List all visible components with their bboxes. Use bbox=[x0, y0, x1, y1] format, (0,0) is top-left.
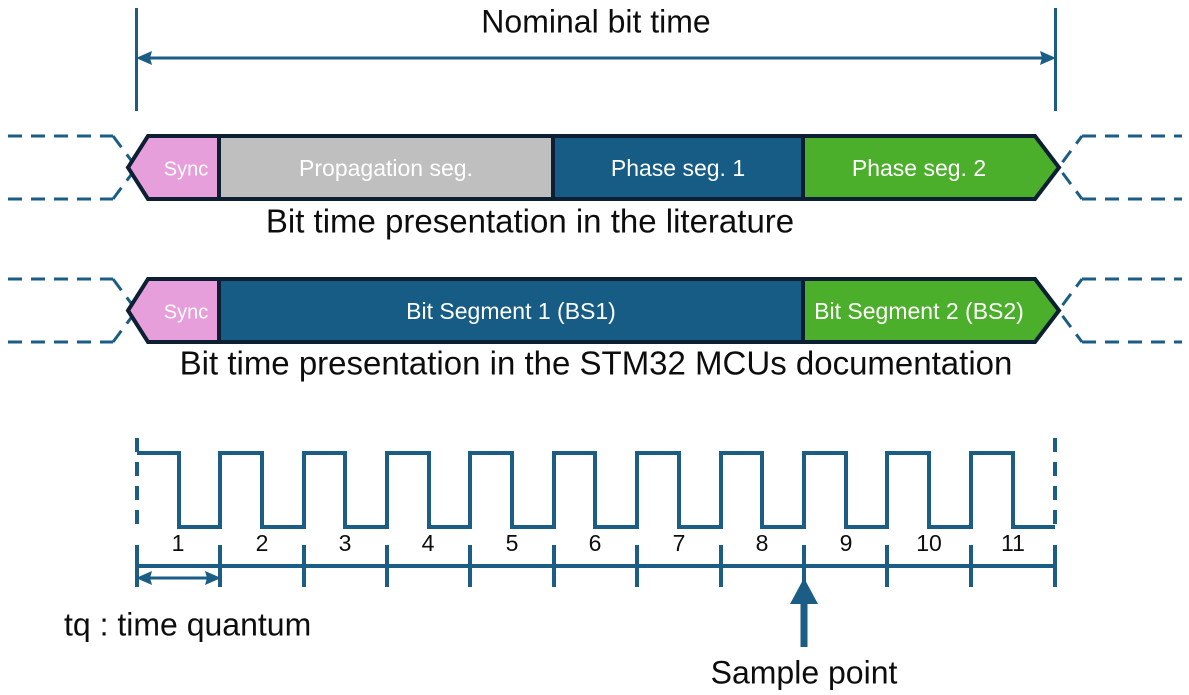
sample-point-label: Sample point bbox=[711, 654, 898, 690]
tick-label-4: 4 bbox=[422, 530, 435, 556]
tick-label-3: 3 bbox=[339, 530, 352, 556]
tick-label-10: 10 bbox=[916, 530, 942, 556]
segment-sync-literature bbox=[125, 134, 221, 201]
timeline-tick-labels: 1 2 3 4 5 6 7 8 9 10 11 bbox=[172, 530, 1025, 556]
segment-bs2-stm32-label: Bit Segment 2 (BS2) bbox=[814, 298, 1024, 324]
segment-bs1-stm32-label: Bit Segment 1 (BS1) bbox=[406, 298, 616, 324]
dashed-continuation-left-1 bbox=[8, 134, 162, 201]
segment-sync-stm32-label: Sync bbox=[164, 301, 208, 323]
tick-label-6: 6 bbox=[589, 530, 602, 556]
segment-propagation-literature bbox=[217, 134, 555, 201]
tick-label-9: 9 bbox=[840, 530, 853, 556]
segment-phase2-literature bbox=[801, 134, 1062, 201]
timeline-group: 1 2 3 4 5 6 7 8 9 10 11 tq : time quantu… bbox=[64, 438, 1057, 690]
tick-label-1: 1 bbox=[172, 530, 185, 556]
nominal-bit-time-label: Nominal bit time bbox=[481, 3, 710, 39]
row-literature: Sync Propagation seg. Phase seg. 1 Phase… bbox=[8, 134, 1182, 240]
segment-propagation-literature-label: Propagation seg. bbox=[299, 155, 473, 181]
tick-label-2: 2 bbox=[256, 530, 269, 556]
tick-label-5: 5 bbox=[506, 530, 519, 556]
time-quantum-arrow bbox=[136, 571, 221, 585]
segment-phase1-literature bbox=[551, 134, 805, 201]
caption-literature: Bit time presentation in the literature bbox=[266, 203, 794, 240]
segment-bs2-stm32 bbox=[801, 277, 1062, 344]
nominal-bit-time-arrow bbox=[136, 51, 1056, 65]
sample-point-arrow bbox=[790, 578, 818, 647]
tick-label-7: 7 bbox=[673, 530, 686, 556]
tick-label-8: 8 bbox=[756, 530, 769, 556]
clock-waveform bbox=[137, 451, 1055, 529]
caption-stm32: Bit time presentation in the STM32 MCUs … bbox=[180, 345, 1013, 382]
tick-label-11: 11 bbox=[1001, 530, 1025, 556]
dashed-continuation-left-2 bbox=[8, 277, 162, 344]
segment-sync-stm32 bbox=[125, 277, 221, 344]
segment-bs1-stm32 bbox=[217, 277, 805, 344]
row-stm32: Sync Bit Segment 1 (BS1) Bit Segment 2 (… bbox=[8, 277, 1182, 382]
timeline-ticks bbox=[135, 545, 1057, 587]
segment-phase2-literature-label: Phase seg. 2 bbox=[852, 155, 986, 181]
segment-phase1-literature-label: Phase seg. 1 bbox=[611, 155, 745, 181]
segment-sync-literature-label: Sync bbox=[164, 158, 208, 180]
time-quantum-label: tq : time quantum bbox=[64, 606, 311, 642]
nominal-bit-time-group: Nominal bit time bbox=[135, 3, 1057, 111]
